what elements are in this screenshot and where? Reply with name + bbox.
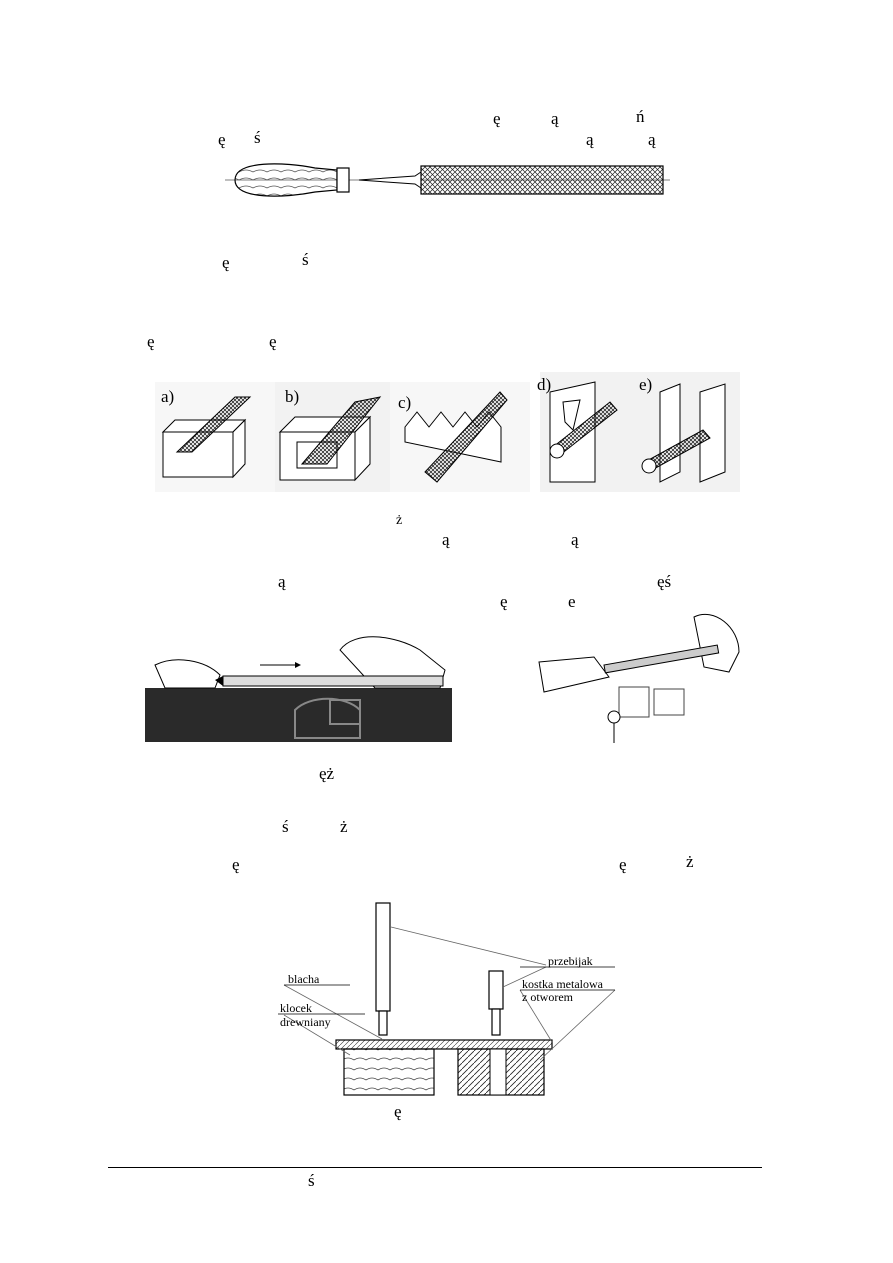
figure-caption-fragment: ę — [394, 1102, 402, 1121]
figure-label-a: a) — [161, 387, 174, 406]
file-handle-illustration — [225, 152, 670, 212]
text-fragment: ę — [218, 130, 226, 149]
text-fragment: ż — [396, 513, 403, 528]
figure-label-e: e) — [639, 375, 652, 394]
footer-rule — [108, 1167, 762, 1168]
filing-technique-photo — [145, 630, 452, 742]
text-fragment: ę — [269, 332, 277, 351]
text-fragment: ęż — [319, 764, 335, 783]
text-fragment: ę — [500, 592, 508, 611]
text-fragment: ż — [686, 852, 694, 871]
punching-figure: przebijak blacha klocek drewniany kostka… — [270, 895, 620, 1100]
text-fragment: ę — [568, 592, 576, 611]
text-fragment: ą — [551, 109, 559, 128]
text-fragment: ęś — [657, 572, 672, 591]
text-fragment: ą — [278, 572, 286, 591]
label-kostka-metalowa: kostka metalowa — [522, 977, 604, 991]
text-fragment: ż — [340, 817, 348, 836]
filing-technique-photo — [534, 607, 748, 743]
text-fragment: ę — [222, 253, 230, 272]
label-drewniany: drewniany — [280, 1015, 331, 1029]
text-fragment: ń — [636, 107, 645, 126]
text-fragment: ś — [254, 128, 261, 147]
text-fragment: ę — [493, 109, 501, 128]
text-fragment: ę — [619, 855, 627, 874]
footer-text-fragment: ś — [308, 1171, 315, 1190]
figure-label-c: c) — [398, 393, 411, 412]
figure-label-d: d) — [537, 375, 551, 394]
text-fragment: ś — [282, 817, 289, 836]
text-fragment: ę — [147, 332, 155, 351]
text-fragment: ś — [302, 250, 309, 269]
label-blacha: blacha — [288, 972, 320, 986]
filing-positions-figure: a) b) c) d) e) — [155, 372, 740, 492]
text-fragment: ę — [232, 855, 240, 874]
text-fragment: ą — [648, 130, 656, 149]
figure-label-b: b) — [285, 387, 299, 406]
label-klocek: klocek — [280, 1001, 312, 1015]
text-fragment: ą — [442, 530, 450, 549]
text-fragment: ą — [586, 130, 594, 149]
label-przebijak: przebijak — [548, 954, 593, 968]
label-z-otworem: z otworem — [522, 990, 574, 1004]
text-fragment: ą — [571, 530, 579, 549]
